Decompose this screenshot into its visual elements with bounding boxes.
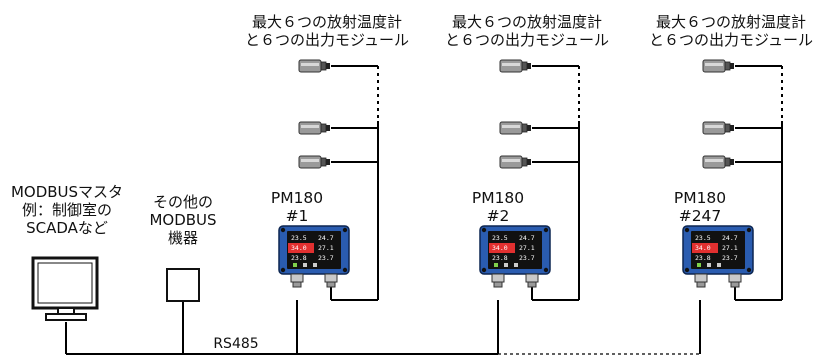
status-icon	[303, 263, 307, 267]
group1-device-title: PM180 #1	[262, 189, 332, 225]
status-icon	[494, 263, 498, 267]
screw	[684, 267, 690, 273]
display-reading: 23.7	[722, 254, 738, 262]
status-icon	[504, 263, 508, 267]
display-reading: 27.1	[722, 244, 738, 252]
screw	[280, 267, 286, 273]
master-label-line3: SCADAなど	[26, 219, 108, 237]
master-label: MODBUSマスタ 例：制御室の SCADAなど	[8, 183, 126, 237]
group1-header: 最大６つの放射温度計 と６つの出力モジュール	[224, 13, 430, 49]
group2-device-id: #2	[486, 207, 510, 225]
sensor-icon	[298, 121, 330, 135]
group2-header-line2: と６つの出力モジュール	[445, 31, 609, 49]
rs485-label: RS485	[213, 336, 259, 352]
screw	[543, 227, 549, 233]
display-reading: 23.8	[695, 254, 711, 262]
group2-device-title: PM180 #2	[463, 189, 533, 225]
other-label-line1: その他の	[152, 193, 213, 211]
group3-device-name: PM180	[673, 189, 727, 207]
group3-device-title: PM180 #247	[665, 189, 735, 225]
display-reading: 24.7	[519, 234, 535, 242]
rs485-bus	[65, 300, 701, 355]
screw	[481, 267, 487, 273]
sensor-icon	[702, 121, 734, 135]
cable-gland	[491, 273, 505, 288]
display-reading: 23.5	[291, 234, 307, 242]
display-reading: 23.8	[291, 254, 307, 262]
screw	[342, 227, 348, 233]
pm180-enclosure: 23.5 24.7 34.0 27.1 23.8 23.7	[479, 225, 551, 275]
pm180-enclosure: 23.5 24.7 34.0 27.1 23.8 23.7	[278, 225, 350, 275]
display-reading: 23.8	[492, 254, 508, 262]
group3-header-line2: と６つの出力モジュール	[649, 31, 813, 49]
device-box-icon	[166, 268, 200, 302]
sensor-icon	[298, 59, 330, 73]
display-reading: 23.7	[519, 254, 535, 262]
display-reading: 27.1	[318, 244, 334, 252]
display-reading: 24.7	[722, 234, 738, 242]
group3-header: 最大６つの放射温度計 と６つの出力モジュール	[628, 13, 834, 49]
group-1: 23.5 24.7 34.0 27.1 23.8 23.7	[278, 59, 379, 301]
sensor-icon	[702, 59, 734, 73]
group2-header: 最大６つの放射温度計 と６つの出力モジュール	[424, 13, 630, 49]
display-reading: 34.0	[492, 244, 508, 252]
display-reading: 27.1	[519, 244, 535, 252]
master-label-line1: MODBUSマスタ	[10, 183, 124, 201]
group1-header-line2: と６つの出力モジュール	[245, 31, 409, 49]
group1-device-id: #1	[285, 207, 309, 225]
group1-device-name: PM180	[270, 189, 324, 207]
sensor-icon	[298, 155, 330, 169]
group2-device-name: PM180	[471, 189, 525, 207]
display-reading: 23.5	[695, 234, 711, 242]
group3-device-id: #247	[678, 207, 722, 225]
status-icon	[697, 263, 701, 267]
screw	[684, 227, 690, 233]
status-icon	[313, 263, 317, 267]
group1-header-line1: 最大６つの放射温度計	[251, 13, 402, 31]
sensor-icon	[499, 155, 531, 169]
group2-header-line1: 最大６つの放射温度計	[451, 13, 602, 31]
group-2: 23.5 24.7 34.0 27.1 23.8 23.7	[479, 59, 580, 301]
sensor-icon	[499, 59, 531, 73]
display-reading: 34.0	[695, 244, 711, 252]
screw	[280, 227, 286, 233]
screw	[342, 267, 348, 273]
sensor-icon	[702, 155, 734, 169]
cable-gland	[728, 273, 742, 288]
screw	[481, 227, 487, 233]
sensor-icon	[499, 121, 531, 135]
master-label-line2: 例：制御室の	[21, 201, 112, 219]
group3-header-line1: 最大６つの放射温度計	[655, 13, 806, 31]
display-reading: 34.0	[291, 244, 307, 252]
screw	[746, 267, 752, 273]
status-icon	[717, 263, 721, 267]
alarm-highlight	[692, 243, 718, 253]
monitor-icon	[31, 256, 99, 321]
other-label-line3: 機器	[167, 229, 198, 247]
cable-gland	[324, 273, 338, 288]
pm180-enclosure: 23.5 24.7 34.0 27.1 23.8 23.7	[682, 225, 754, 275]
display-reading: 23.5	[492, 234, 508, 242]
alarm-highlight	[489, 243, 515, 253]
cable-gland	[694, 273, 708, 288]
cable-gland	[290, 273, 304, 288]
status-icon	[514, 263, 518, 267]
group-3: 23.5 24.7 34.0 27.1 23.8 23.7	[682, 59, 783, 301]
screw	[746, 227, 752, 233]
display-reading: 24.7	[318, 234, 334, 242]
other-device-label: その他の MODBUS 機器	[140, 193, 226, 247]
display-reading: 23.7	[318, 254, 334, 262]
other-label-line2: MODBUS	[149, 211, 217, 229]
alarm-highlight	[288, 243, 314, 253]
status-icon	[293, 263, 297, 267]
screw	[543, 267, 549, 273]
status-icon	[707, 263, 711, 267]
cable-gland	[525, 273, 539, 288]
